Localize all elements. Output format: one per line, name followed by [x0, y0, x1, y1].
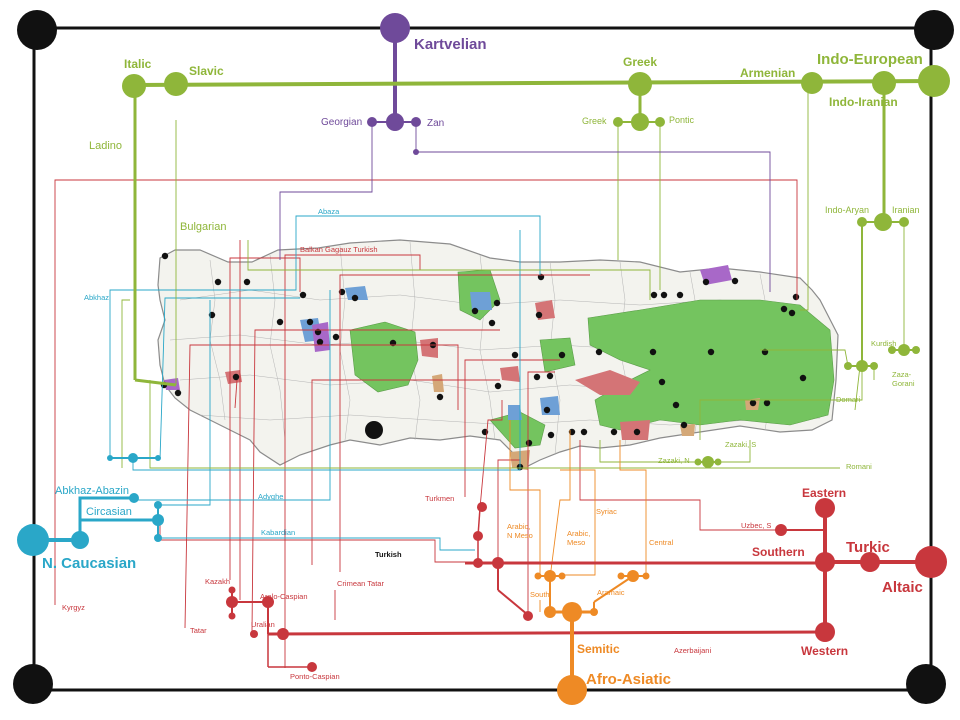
eastern-label: Eastern	[802, 486, 846, 500]
bulgarian-label: Bulgarian	[180, 221, 226, 233]
turkic-label: Turkic	[846, 539, 890, 556]
turkic-node	[860, 552, 880, 572]
ponto-caspian-label: Ponto-Caspian	[290, 672, 340, 681]
zazaki-n-label: Zazaki, N	[658, 456, 690, 465]
greek-node	[628, 72, 652, 96]
syriac-label: Syriac	[596, 507, 617, 516]
turkmen-label: Turkmen	[425, 494, 454, 503]
family-label-afro-asiatic: Afro-Asiatic	[586, 671, 671, 688]
family-label-altaic: Altaic	[882, 579, 923, 596]
aramaic-label: Aramaic	[597, 588, 625, 597]
connector-lines	[54, 88, 905, 668]
romani-label: Romani	[846, 462, 872, 471]
domari-label: Domari	[836, 395, 861, 404]
family-label-indo-european: Indo-European	[817, 51, 923, 68]
frame	[13, 10, 954, 704]
afro-asiatic-node	[557, 675, 587, 705]
italic-label: Italic	[124, 57, 152, 71]
altaic-node	[915, 546, 947, 578]
eastern-node	[815, 498, 835, 518]
balkan-gagauz-label: Balkan Gagauz Turkish	[300, 245, 378, 254]
altaic-tree: Turkic Altaic Eastern Southern Western B…	[62, 245, 947, 681]
family-label-kartvelian: Kartvelian	[414, 36, 487, 53]
iranian-label: Iranian	[892, 205, 920, 215]
pontic-label: Pontic	[669, 115, 695, 125]
corner-node-br	[906, 664, 946, 704]
uzbek-s-label: Uzbec, S	[741, 521, 771, 530]
arabic-meso-label-1: Arabic,	[567, 529, 590, 538]
semitic-label: Semitic	[577, 642, 620, 656]
corner-node-tr	[914, 10, 954, 50]
turkish-label: Turkish	[375, 550, 402, 559]
zan-label: Zan	[427, 118, 444, 129]
zazaki-s-label: Zazaki, S	[725, 440, 756, 449]
caucasian-tree: N. Caucasian Abkhaz-Abazin Circasian Aba…	[17, 207, 340, 572]
n-caucasian-node	[17, 524, 49, 556]
greek-branch-label: Greek	[623, 55, 657, 69]
aralo-caspian-label: Aralo-Caspian	[260, 592, 308, 601]
turkey-map	[157, 239, 839, 471]
kurdish-label: Kurdish	[871, 339, 896, 348]
corner-node-bl	[13, 664, 53, 704]
arabic-n-meso-label-1: Arabic,	[507, 522, 530, 531]
circasian-label: Circasian	[86, 506, 132, 518]
southern-node	[815, 552, 835, 572]
armenian-node	[801, 72, 823, 94]
indo-iranian-label: Indo-Iranian	[829, 95, 898, 109]
indo-iranian-node	[872, 71, 896, 95]
western-label: Western	[801, 644, 848, 658]
indo-european-node	[918, 65, 950, 97]
greek-leaf-label: Greek	[582, 116, 607, 126]
corner-node-tl	[17, 10, 57, 50]
slavic-label: Slavic	[189, 64, 224, 78]
south-label: South	[530, 590, 550, 599]
kazakh-label: Kazakh	[205, 577, 230, 586]
kabardian-label: Kabardian	[261, 528, 295, 537]
kartvelian-tree: Kartvelian Georgian Zan	[321, 13, 487, 155]
istanbul-large-dot	[365, 421, 383, 439]
adyghe-label: Adyghe	[258, 492, 283, 501]
semitic-node	[562, 602, 582, 622]
arabic-n-meso-label-2: N Meso	[507, 531, 533, 540]
crimean-tatar-label: Crimean Tatar	[337, 579, 384, 588]
ladino-label: Ladino	[89, 140, 122, 152]
abaza-label: Abaza	[318, 207, 340, 216]
azerbaijani-label: Azerbaijani	[674, 646, 711, 655]
arabic-meso-label-2: Meso	[567, 538, 585, 547]
central-label: Central	[649, 538, 674, 547]
southern-label: Southern	[752, 545, 805, 559]
kartvelian-node	[380, 13, 410, 43]
indo-aryan-label: Indo-Aryan	[825, 205, 869, 215]
slavic-node	[164, 72, 188, 96]
zaza-label: Zaza-	[892, 370, 912, 379]
gorani-label: Gorani	[892, 379, 915, 388]
indo-european-tree: Indo-European Italic Slavic Greek Armeni…	[89, 51, 950, 471]
kyrgyz-label: Kyrgyz	[62, 603, 85, 612]
family-label-n-caucasian: N. Caucasian	[42, 555, 136, 572]
semitic-tree: Afro-Asiatic Semitic Arabic, N Meso Arab…	[507, 507, 674, 705]
georgian-label: Georgian	[321, 117, 362, 128]
armenian-label: Armenian	[740, 66, 795, 80]
western-node	[815, 622, 835, 642]
abkhaz-abazin-label: Abkhaz-Abazin	[55, 485, 129, 497]
tatar-label: Tatar	[190, 626, 207, 635]
uralian-label: Uralian	[251, 620, 275, 629]
abkhaz-label: Abkhaz	[84, 293, 109, 302]
italic-node	[122, 74, 146, 98]
